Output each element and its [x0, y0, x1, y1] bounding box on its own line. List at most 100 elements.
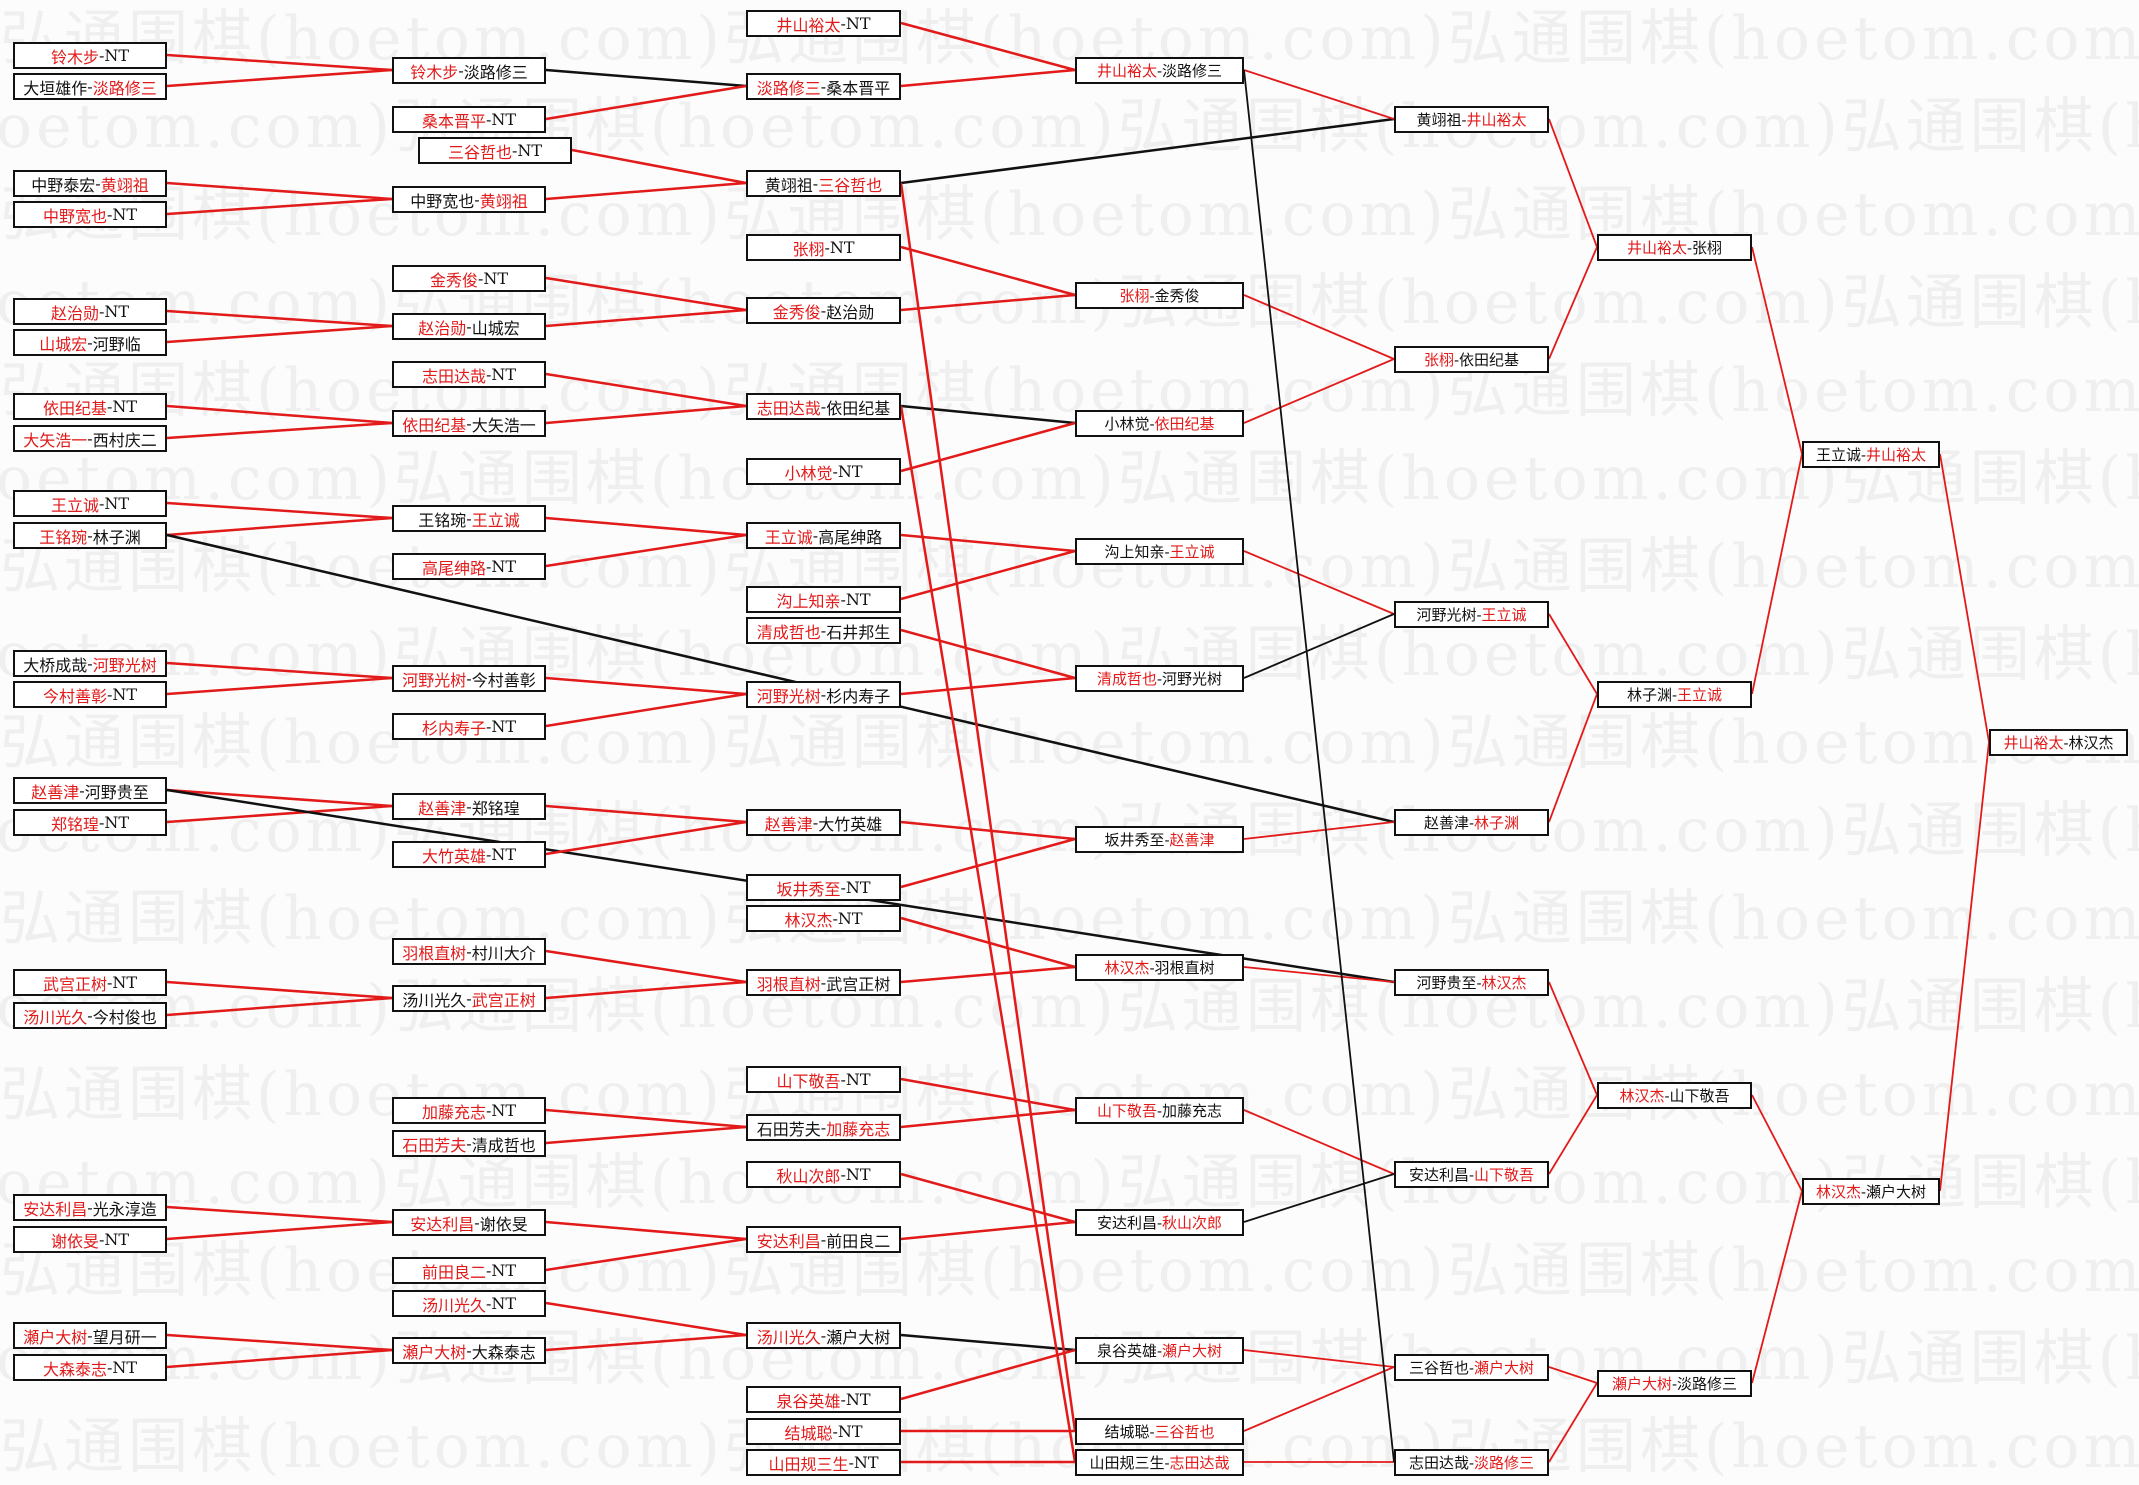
match-box[interactable]: 桑本晋平-NT	[392, 106, 546, 133]
match-box[interactable]: 谢依旻-NT	[13, 1226, 167, 1253]
match-box[interactable]: 赵善津-林子渊	[1394, 809, 1549, 836]
player-two-name: NT	[829, 238, 855, 257]
match-box[interactable]: 羽根直树-村川大介	[392, 938, 546, 965]
match-box[interactable]: 清成哲也-石井邦生	[746, 617, 901, 644]
match-box[interactable]: 赵善津-河野贵至	[13, 777, 167, 804]
match-box[interactable]: 郑铭瑝-NT	[13, 809, 167, 836]
match-box[interactable]: 王立诚-NT	[13, 490, 167, 517]
match-box[interactable]: 汤川光久-武宫正树	[392, 985, 546, 1012]
match-box[interactable]: 沟上知亲-王立诚	[1075, 538, 1244, 565]
match-box[interactable]: 金秀俊-赵治勋	[746, 297, 901, 324]
match-box[interactable]: 金秀俊-NT	[392, 265, 546, 292]
match-box[interactable]: 安达利昌-山下敬吾	[1394, 1161, 1549, 1188]
match-box[interactable]: 安达利昌-光永淳造	[13, 1194, 167, 1221]
match-box[interactable]: 志田达哉-依田纪基	[746, 393, 901, 420]
match-box[interactable]: 坂井秀至-赵善津	[1075, 826, 1244, 853]
match-box[interactable]: 河野光树-今村善彰	[392, 665, 546, 692]
match-box[interactable]: 赵治勋-山城宏	[392, 313, 546, 340]
match-box[interactable]: 山田规三生-NT	[746, 1449, 901, 1476]
match-box[interactable]: 赵治勋-NT	[13, 298, 167, 325]
match-box[interactable]: 山田规三生-志田达哉	[1075, 1449, 1244, 1476]
match-box[interactable]: 林汉杰-瀬户大树	[1802, 1178, 1940, 1205]
match-box[interactable]: 泉谷英雄-瀬户大树	[1075, 1337, 1244, 1364]
match-box[interactable]: 中野泰宏-黄翊祖	[13, 170, 167, 197]
match-box[interactable]: 黄翊祖-井山裕太	[1394, 106, 1549, 133]
match-box[interactable]: 河野光树-王立诚	[1394, 601, 1549, 628]
match-box[interactable]: 王立诚-高尾绅路	[746, 522, 901, 549]
match-box[interactable]: 今村善彰-NT	[13, 681, 167, 708]
match-box[interactable]: 瀬户大树-大森泰志	[392, 1337, 546, 1364]
player-two-name: NT	[491, 1101, 517, 1120]
match-box[interactable]: 志田达哉-NT	[392, 361, 546, 388]
match-box[interactable]: 大矢浩一-西村庆二	[13, 425, 167, 452]
match-box[interactable]: 小林觉-依田纪基	[1075, 410, 1244, 437]
match-box[interactable]: 秋山次郎-NT	[746, 1161, 901, 1188]
match-box[interactable]: 铃木步-淡路修三	[392, 57, 546, 84]
match-box[interactable]: 加藤充志-NT	[392, 1097, 546, 1124]
match-box[interactable]: 张栩-依田纪基	[1394, 346, 1549, 373]
match-box[interactable]: 依田纪基-NT	[13, 393, 167, 420]
match-box[interactable]: 清成哲也-河野光树	[1075, 665, 1244, 692]
match-box[interactable]: 中野宽也-黄翊祖	[392, 186, 546, 213]
match-box[interactable]: 淡路修三-桑本晋平	[746, 73, 901, 100]
match-box[interactable]: 汤川光久-瀬户大树	[746, 1322, 901, 1349]
match-box[interactable]: 安达利昌-秋山次郎	[1075, 1209, 1244, 1236]
player-one-name: 沟上知亲	[776, 591, 841, 611]
match-box[interactable]: 武宫正树-NT	[13, 969, 167, 996]
match-box[interactable]: 张栩-NT	[746, 234, 901, 261]
match-box[interactable]: 汤川光久-NT	[392, 1290, 546, 1317]
match-box[interactable]: 坂井秀至-NT	[746, 874, 901, 901]
match-box[interactable]: 林子渊-王立诚	[1597, 681, 1752, 708]
match-box[interactable]: 羽根直树-武宫正树	[746, 969, 901, 996]
match-box[interactable]: 河野光树-杉内寿子	[746, 681, 901, 708]
player-one-name: 王铭琬	[418, 510, 467, 530]
match-box[interactable]: 山下敬吾-加藤充志	[1075, 1097, 1244, 1124]
match-box[interactable]: 杉内寿子-NT	[392, 713, 546, 740]
match-box[interactable]: 井山裕太-NT	[746, 10, 901, 37]
match-box[interactable]: 前田良二-NT	[392, 1257, 546, 1284]
match-box[interactable]: 赵善津-郑铭瑝	[392, 793, 546, 820]
match-box[interactable]: 小林觉-NT	[746, 458, 901, 485]
match-box[interactable]: 山城宏-河野临	[13, 329, 167, 356]
match-box[interactable]: 林汉杰-山下敬吾	[1597, 1082, 1752, 1109]
bracket-connector	[900, 533, 1076, 553]
match-box[interactable]: 依田纪基-大矢浩一	[392, 410, 546, 437]
match-box[interactable]: 汤川光久-今村俊也	[13, 1002, 167, 1029]
match-box[interactable]: 泉谷英雄-NT	[746, 1386, 901, 1413]
match-box[interactable]: 张栩-金秀俊	[1075, 282, 1244, 309]
match-box[interactable]: 大森泰志-NT	[13, 1354, 167, 1381]
match-box[interactable]: 中野宽也-NT	[13, 201, 167, 228]
match-box[interactable]: 大竹英雄-NT	[392, 841, 546, 868]
match-box[interactable]: 大垣雄作-淡路修三	[13, 73, 167, 100]
match-box[interactable]: 高尾绅路-NT	[392, 553, 546, 580]
match-box[interactable]: 瀬户大树-淡路修三	[1597, 1370, 1752, 1397]
match-box[interactable]: 井山裕太-张栩	[1597, 234, 1752, 261]
match-box[interactable]: 大桥成哉-河野光树	[13, 650, 167, 677]
match-box[interactable]: 安达利昌-谢依旻	[392, 1209, 546, 1236]
match-box[interactable]: 铃木步-NT	[13, 42, 167, 69]
match-box[interactable]: 三谷哲也-NT	[418, 137, 572, 164]
match-box[interactable]: 结城聪-三谷哲也	[1075, 1418, 1244, 1445]
match-box[interactable]: 王铭琬-王立诚	[392, 505, 546, 532]
player-two-name: 三谷哲也	[818, 175, 883, 195]
match-box[interactable]: 瀬户大树-望月研一	[13, 1322, 167, 1349]
match-box[interactable]: 黄翊祖-三谷哲也	[746, 170, 901, 197]
match-box[interactable]: 河野贵至-林汉杰	[1394, 969, 1549, 996]
match-box[interactable]: 志田达哉-淡路修三	[1394, 1449, 1549, 1476]
match-box[interactable]: 林汉杰-羽根直树	[1075, 954, 1244, 981]
match-box[interactable]: 三谷哲也-瀬户大树	[1394, 1354, 1549, 1381]
bracket-connector	[571, 148, 747, 185]
match-box[interactable]: 王立诚-井山裕太	[1802, 441, 1940, 468]
bracket-connector	[1243, 966, 1395, 983]
match-box[interactable]: 赵善津-大竹英雄	[746, 809, 901, 836]
match-box[interactable]: 王铭琬-林子渊	[13, 522, 167, 549]
match-box[interactable]: 沟上知亲-NT	[746, 586, 901, 613]
match-box[interactable]: 井山裕太-淡路修三	[1075, 57, 1244, 84]
match-box[interactable]: 石田芳夫-清成哲也	[392, 1130, 546, 1157]
match-box[interactable]: 林汉杰-NT	[746, 905, 901, 932]
match-box[interactable]: 安达利昌-前田良二	[746, 1226, 901, 1253]
match-box[interactable]: 结城聪-NT	[746, 1418, 901, 1445]
match-box[interactable]: 石田芳夫-加藤充志	[746, 1114, 901, 1141]
match-box[interactable]: 山下敬吾-NT	[746, 1066, 901, 1093]
match-box[interactable]: 井山裕太-林汉杰	[1989, 729, 2128, 756]
